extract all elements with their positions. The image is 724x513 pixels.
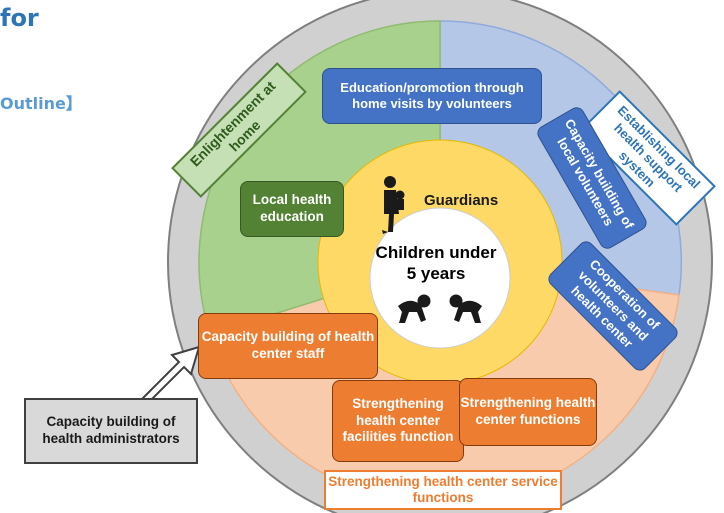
page-title-fragment: for	[0, 4, 39, 32]
guardians-label: Guardians	[424, 192, 499, 209]
capacity-health-center-staff-box: Capacity building of health center staff	[198, 313, 378, 379]
strengthening-service-functions-label: Strengthening health center service func…	[324, 470, 562, 510]
local-health-education-box: Local health education	[240, 181, 344, 237]
children-label: Children under 5 years	[375, 243, 497, 284]
admin-arrow	[141, 345, 201, 405]
strengthening-facilities-box: Strengthening health center facilities f…	[332, 380, 464, 462]
education-promotion-box: Education/promotion through home visits …	[322, 68, 542, 124]
outline-heading-fragment: Outline】	[0, 94, 82, 113]
capacity-health-admin-box: Capacity building of health administrato…	[24, 398, 198, 464]
strengthening-functions-box: Strengthening health center functions	[459, 378, 597, 446]
parent-with-baby-icon	[382, 176, 405, 234]
crawling-babies-icon	[398, 294, 482, 323]
